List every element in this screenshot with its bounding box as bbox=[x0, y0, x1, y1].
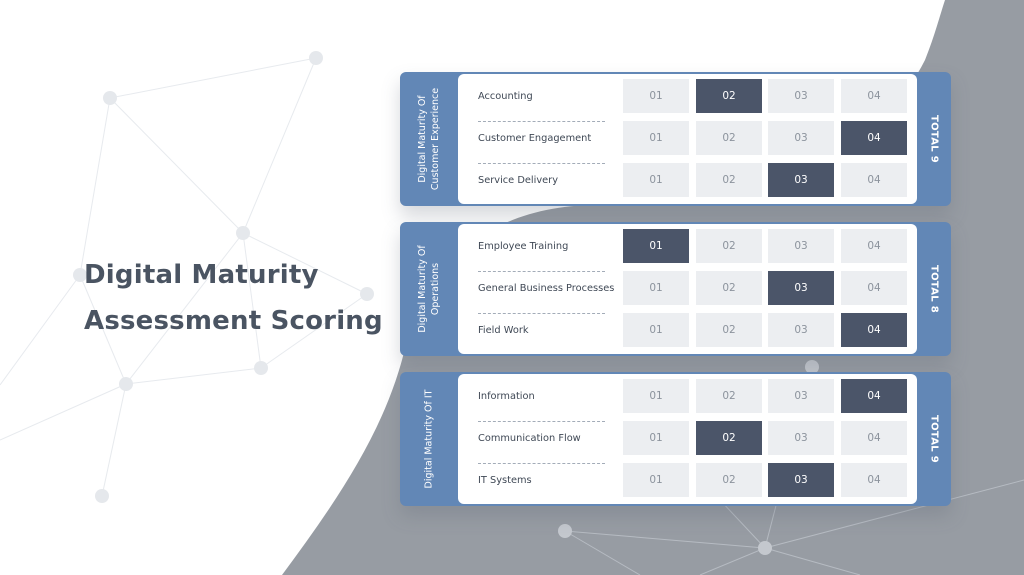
group-label-text: Digital Maturity Of Customer Experience bbox=[417, 87, 441, 191]
score-cell-2[interactable]: 02 bbox=[696, 271, 762, 305]
score-cell-1[interactable]: 01 bbox=[623, 421, 689, 455]
network-lines bbox=[0, 57, 368, 497]
network-nodes bbox=[73, 51, 374, 503]
total-label: TOTAL 8 bbox=[917, 222, 951, 356]
row-divider bbox=[478, 163, 605, 164]
score-cell-4[interactable]: 04 bbox=[841, 163, 907, 197]
group-label: Digital Maturity Of Operations bbox=[400, 222, 458, 356]
score-cell-3-selected[interactable]: 03 bbox=[768, 463, 834, 497]
group-label-text: Digital Maturity Of Operations bbox=[417, 245, 441, 333]
score-card-2: Digital Maturity Of Operations Employee T… bbox=[400, 222, 951, 356]
score-cell-4-selected[interactable]: 04 bbox=[841, 379, 907, 413]
score-cell-1[interactable]: 01 bbox=[623, 271, 689, 305]
row-divider bbox=[478, 463, 605, 464]
total-label: TOTAL 9 bbox=[917, 72, 951, 206]
score-cell-4-selected[interactable]: 04 bbox=[841, 121, 907, 155]
row-label: Communication Flow bbox=[478, 433, 581, 444]
total-label: TOTAL 9 bbox=[917, 372, 951, 506]
score-cell-3-selected[interactable]: 03 bbox=[768, 163, 834, 197]
score-cell-2[interactable]: 02 bbox=[696, 229, 762, 263]
row-label: General Business Processes bbox=[478, 283, 615, 294]
row-label: Accounting bbox=[478, 91, 533, 102]
score-cell-4[interactable]: 04 bbox=[841, 463, 907, 497]
score-cell-3-selected[interactable]: 03 bbox=[768, 271, 834, 305]
network-nodes-dark bbox=[558, 360, 819, 555]
score-cell-1[interactable]: 01 bbox=[623, 379, 689, 413]
row-divider bbox=[478, 271, 605, 272]
row-label: Employee Training bbox=[478, 241, 569, 252]
score-cell-4-selected[interactable]: 04 bbox=[841, 313, 907, 347]
score-cell-2[interactable]: 02 bbox=[696, 379, 762, 413]
row-label: Information bbox=[478, 391, 535, 402]
score-cell-4[interactable]: 04 bbox=[841, 421, 907, 455]
page-title-line-2: Assessment Scoring bbox=[84, 306, 383, 336]
score-cell-3[interactable]: 03 bbox=[768, 313, 834, 347]
score-cell-2[interactable]: 02 bbox=[696, 163, 762, 197]
score-cell-3[interactable]: 03 bbox=[768, 79, 834, 113]
score-cell-1[interactable]: 01 bbox=[623, 163, 689, 197]
row-divider bbox=[478, 313, 605, 314]
score-cell-2-selected[interactable]: 02 bbox=[696, 79, 762, 113]
score-cell-4[interactable]: 04 bbox=[841, 79, 907, 113]
score-cell-2[interactable]: 02 bbox=[696, 463, 762, 497]
score-cell-2[interactable]: 02 bbox=[696, 121, 762, 155]
row-label: Customer Engagement bbox=[478, 133, 592, 144]
group-label: Digital Maturity Of IT bbox=[400, 372, 458, 506]
total-text: TOTAL 8 bbox=[928, 264, 940, 314]
score-cell-1[interactable]: 01 bbox=[623, 121, 689, 155]
score-cell-3[interactable]: 03 bbox=[768, 421, 834, 455]
row-label: Service Delivery bbox=[478, 175, 558, 186]
score-cell-3[interactable]: 03 bbox=[768, 379, 834, 413]
row-label: IT Systems bbox=[478, 475, 532, 486]
score-cell-3[interactable]: 03 bbox=[768, 229, 834, 263]
row-label: Field Work bbox=[478, 325, 529, 336]
score-cell-3[interactable]: 03 bbox=[768, 121, 834, 155]
score-cell-1[interactable]: 01 bbox=[623, 463, 689, 497]
score-cell-2[interactable]: 02 bbox=[696, 313, 762, 347]
score-cell-1-selected[interactable]: 01 bbox=[623, 229, 689, 263]
row-divider bbox=[478, 421, 605, 422]
group-label-text: Digital Maturity Of IT bbox=[423, 389, 435, 489]
score-card-1: Digital Maturity Of Customer Experience A… bbox=[400, 72, 951, 206]
score-cell-2-selected[interactable]: 02 bbox=[696, 421, 762, 455]
group-label: Digital Maturity Of Customer Experience bbox=[400, 72, 458, 206]
score-cell-1[interactable]: 01 bbox=[623, 79, 689, 113]
total-text: TOTAL 9 bbox=[928, 414, 940, 464]
row-divider bbox=[478, 121, 605, 122]
page-title-line-1: Digital Maturity bbox=[84, 260, 319, 290]
score-cell-1[interactable]: 01 bbox=[623, 313, 689, 347]
total-text: TOTAL 9 bbox=[928, 114, 940, 164]
score-cell-4[interactable]: 04 bbox=[841, 271, 907, 305]
score-cell-4[interactable]: 04 bbox=[841, 229, 907, 263]
page-title: Digital Maturity Assessment Scoring bbox=[84, 252, 383, 344]
